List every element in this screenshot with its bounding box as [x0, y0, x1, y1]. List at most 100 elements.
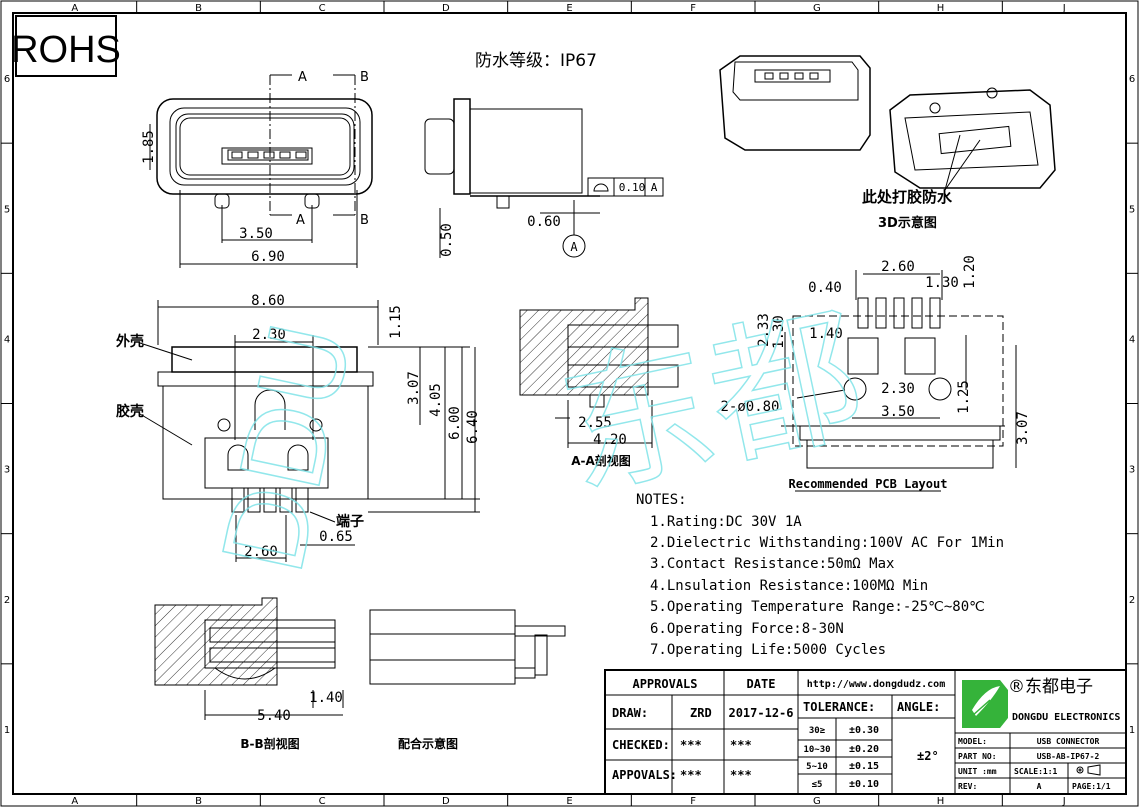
flatness-datum: A	[651, 181, 658, 194]
tol-value-2: ±0.20	[849, 744, 879, 755]
pcb-dim-1-40: 1.40	[809, 326, 843, 342]
zone-col-label-bottom: A	[71, 796, 78, 807]
appvals-label: APPOVALS:	[612, 768, 677, 782]
tol-value-3: ±0.15	[849, 761, 879, 772]
pcb-dim-1-30: 1.30	[925, 275, 959, 291]
draw-name: ZRD	[690, 706, 712, 720]
zone-row-label-right: 6	[1129, 74, 1135, 85]
zone-col-label-bottom: G	[813, 796, 821, 807]
unit-label: UNIT :mm	[958, 767, 997, 776]
section-b-bottom-label: B	[360, 213, 369, 228]
pcb-dim-1-25: 1.25	[956, 380, 972, 414]
zone-col-label-top: J	[1062, 3, 1066, 14]
note-1: 1.Rating:DC 30V 1A	[650, 514, 802, 530]
part-no-value: USB-AB-IP67-2	[1037, 752, 1100, 761]
dim-3-50: 3.50	[239, 226, 273, 242]
zone-col-label-top: F	[690, 3, 696, 14]
zone-col-label-bottom: D	[442, 796, 450, 807]
pcb-layout-label: Recommended PCB Layout	[789, 477, 948, 491]
tol-value-4: ±0.10	[849, 779, 879, 790]
zone-col-label-top: G	[813, 3, 821, 14]
tolerance-label: TOLERANCE:	[803, 700, 875, 714]
tol-range-4: ≤5	[812, 780, 823, 790]
zone-col-label-bottom: C	[319, 796, 326, 807]
tol-range-1: 30≥	[809, 726, 826, 736]
zone-col-label-bottom: E	[566, 796, 572, 807]
bb-section-view	[154, 597, 566, 720]
dim-2-55: 2.55	[578, 415, 612, 431]
glue-note: 此处打胶防水	[862, 188, 953, 206]
draw-label: DRAW:	[612, 706, 648, 720]
tol-value-1: ±0.30	[849, 725, 879, 736]
dim-6-00: 6.00	[447, 406, 463, 440]
zone-row-label-right: 3	[1129, 465, 1135, 476]
tol-range-3: 5~10	[806, 762, 828, 772]
note-5: 5.Operating Temperature Range:-25℃~80℃	[650, 599, 985, 615]
front-view	[149, 74, 373, 268]
zone-row-label-right: 1	[1129, 725, 1135, 736]
projection-symbol-icon	[1076, 764, 1101, 776]
pcb-dim-1-20: 1.20	[962, 255, 978, 289]
date-header: DATE	[747, 677, 776, 691]
logo-icon	[962, 680, 1008, 728]
dim-3-07: 3.07	[406, 371, 422, 405]
section-b-top-label: B	[360, 70, 369, 85]
zone-row-label-left: 4	[4, 334, 10, 345]
rohs-label: ROHS	[11, 29, 121, 71]
protection-rating: 防水等级：IP67	[475, 51, 597, 71]
dim-1-15: 1.15	[388, 305, 404, 339]
section-a-top-label: A	[298, 70, 307, 85]
dim-6-40: 6.40	[465, 410, 481, 444]
checked-label: CHECKED:	[612, 738, 670, 752]
checked-name: ***	[680, 738, 702, 752]
zone-col-label-top: E	[566, 3, 572, 14]
dim-0-50: 0.50	[439, 223, 455, 257]
pcb-layout-view	[781, 270, 1017, 469]
dim-2-30: 2.30	[252, 327, 286, 343]
note-2: 2.Dielectric Withstanding:100V AC For 1M…	[650, 535, 1004, 551]
bb-dim-1-40: 1.40	[309, 690, 343, 706]
zone-col-label-bottom: B	[195, 796, 202, 807]
dim-2-60: 2.60	[244, 544, 278, 560]
view-3d-label: 3D示意图	[878, 215, 937, 231]
dim-4-20: 4.20	[593, 432, 627, 448]
zone-col-label-top: A	[71, 3, 78, 14]
flatness-tolerance: 0.10	[619, 181, 646, 194]
zone-col-label-top: C	[319, 3, 326, 14]
company-name-en: DONGDU ELECTRONICS	[1012, 712, 1120, 723]
zone-row-label-left: 6	[4, 74, 10, 85]
aa-section-label: A-A剖视图	[571, 453, 631, 468]
pcb-dim-2-33: 2.33	[756, 313, 772, 347]
bb-section-label: B-B剖视图	[240, 736, 299, 751]
zone-row-label-left: 1	[4, 725, 10, 736]
zone-row-label-right: 2	[1129, 595, 1135, 606]
zone-col-label-bottom: J	[1062, 796, 1066, 807]
aa-section-view	[519, 297, 679, 448]
scale-label: SCALE:1:1	[1014, 767, 1058, 776]
side-view	[424, 98, 664, 258]
mating-label: 配合示意图	[398, 736, 458, 751]
note-3: 3.Contact Resistance:50mΩ Max	[650, 556, 894, 572]
dim-1-85: 1.85	[141, 130, 157, 164]
approvals-header: APPROVALS	[632, 677, 697, 691]
zone-col-label-top: D	[442, 3, 450, 14]
section-a-bottom-label: A	[296, 213, 305, 228]
dim-0-65: 0.65	[319, 529, 353, 545]
note-4: 4.Lnsulation Resistance:100MΩ Min	[650, 578, 928, 594]
pcb-dim-0-40: 0.40	[808, 280, 842, 296]
zone-row-label-right: 4	[1129, 334, 1135, 345]
pcb-dim-hole: 2-ø0.80	[720, 399, 779, 415]
rohs-box	[15, 15, 117, 77]
zone-col-label-bottom: H	[937, 796, 945, 807]
zone-row-label-left: 3	[4, 465, 10, 476]
bb-dim-5-40: 5.40	[257, 708, 291, 724]
company-url: http://www.dongdudz.com	[807, 679, 945, 690]
title-block	[604, 669, 1127, 795]
dim-4-05: 4.05	[428, 383, 444, 417]
zone-col-label-top: B	[195, 3, 202, 14]
notes-title: NOTES:	[636, 492, 687, 508]
appvals-name: ***	[680, 768, 702, 782]
